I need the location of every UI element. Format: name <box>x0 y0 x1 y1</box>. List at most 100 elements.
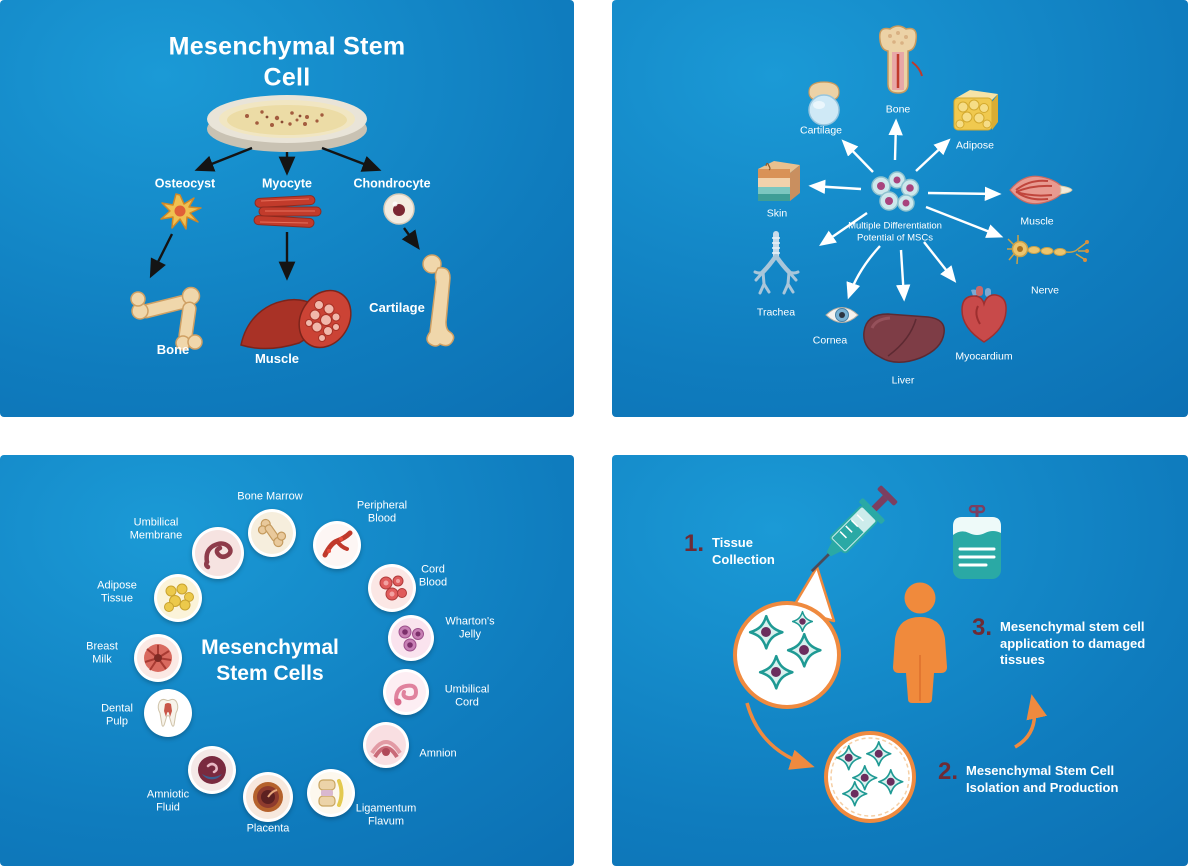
isolation-petri-dish <box>824 731 916 823</box>
step-3: 3. Mesenchymal stem cell application to … <box>972 614 1146 669</box>
femur-bone-icon <box>422 254 455 347</box>
panel2-arrows <box>808 118 1004 302</box>
step-1-label: Tissue Collection <box>712 535 775 567</box>
wheel-label-placenta: Placenta <box>246 822 290 835</box>
panel-therapy-process: 1. Tissue Collection <box>612 455 1188 866</box>
stem-cell-cluster-icon <box>871 171 920 212</box>
wheel-label-whartons-jelly: Wharton's Jelly <box>445 615 495 641</box>
wheel-label-amniotic-fluid: Amniotic Fluid <box>146 788 190 814</box>
skin-layers-block-icon <box>758 161 800 201</box>
patient-figure-icon <box>893 582 947 703</box>
syringe-icon <box>810 485 898 573</box>
wheel-item-adipose-tissue <box>154 574 202 622</box>
jelly-cells-icon <box>398 625 424 652</box>
bone-cross-section-icon <box>878 25 923 94</box>
wheel-label-ligamentum-flavum: Ligamentum Flavum <box>355 802 417 828</box>
tissue-magnifier-circle <box>733 601 841 709</box>
wheel-item-peripheral-blood <box>313 521 361 569</box>
wheel-item-placenta <box>243 772 293 822</box>
wheel-item-ligamentum-flavum <box>307 769 355 817</box>
cartilage-joint-icon <box>808 81 840 126</box>
stem-cells-magnified-icon <box>748 610 822 690</box>
membrane-layers-icon <box>370 740 402 759</box>
neuron-icon <box>1007 235 1089 265</box>
wheel-item-amnion <box>363 722 409 768</box>
bone-joint-icon <box>130 286 203 351</box>
target-label-nerve: Nerve <box>1030 284 1060 297</box>
wheel-item-breast-milk <box>134 634 182 682</box>
target-label-liver: Liver <box>891 374 915 387</box>
muscle-tissue-icon <box>1009 175 1073 205</box>
coiled-cord-icon <box>394 683 419 706</box>
blood-vessel-icon <box>322 530 353 558</box>
panel-differentiation-tree: Mesenchymal Stem Cell <box>0 0 574 417</box>
step-2-label: Mesenchymal Stem Cell Isolation and Prod… <box>966 763 1119 795</box>
panel-msc-sources-wheel: Mesenchymal Stem Cells Bone Marrow Perip… <box>0 455 574 866</box>
tissue-label-cartilage: Cartilage <box>369 300 425 316</box>
wheel-item-cord-blood <box>368 564 416 612</box>
target-label-muscle: Muscle <box>1020 215 1054 228</box>
step-3-label: Mesenchymal stem cell application to dam… <box>1000 619 1146 668</box>
bone-icon <box>257 518 287 548</box>
wheel-label-dental-pulp: Dental Pulp <box>101 702 133 728</box>
target-label-cartilage: Cartilage <box>799 124 843 137</box>
wheel-item-amniotic-fluid <box>188 746 236 794</box>
step-2: 2. Mesenchymal Stem Cell Isolation and P… <box>938 758 1119 796</box>
process-arrow-1-to-2 <box>745 702 815 770</box>
panel1-title: Mesenchymal Stem Cell <box>168 32 406 92</box>
panel3-center-label: Mesenchymal Stem Cells <box>201 635 339 685</box>
panel2-center-label: Multiple Differentiation Potential of MS… <box>848 220 942 243</box>
tissue-label-muscle: Muscle <box>254 351 300 367</box>
cell-label-osteocyst: Osteocyst <box>154 176 216 191</box>
wheel-item-umbilical-cord <box>383 669 429 715</box>
heart-icon <box>961 286 1007 343</box>
panel-differentiation-potential: Multiple Differentiation Potential of MS… <box>612 0 1188 417</box>
target-label-adipose: Adipose <box>956 139 994 152</box>
wheel-label-bone-marrow: Bone Marrow <box>237 490 303 503</box>
wheel-label-amnion: Amnion <box>419 747 457 760</box>
iv-bag-icon <box>953 505 1001 579</box>
panel1-arrows <box>149 146 420 281</box>
osteocyte-cell-icon <box>160 193 202 230</box>
amniotic-sac-icon <box>198 756 226 784</box>
petri-dish-icon <box>207 95 367 152</box>
target-label-myocardium: Myocardium <box>955 350 1013 363</box>
placenta-rings-icon <box>253 782 283 812</box>
wheel-label-adipose-tissue: Adipose Tissue <box>97 579 137 605</box>
wheel-label-umbilical-membrane: Umbilical Membrane <box>129 516 183 542</box>
cord-membrane-icon <box>203 541 233 570</box>
step-2-number: 2. <box>938 758 959 785</box>
target-label-trachea: Trachea <box>756 306 796 319</box>
wheel-label-umbilical-cord: Umbilical Cord <box>444 683 490 709</box>
target-label-cornea: Cornea <box>812 334 848 347</box>
adipose-tissue-block-icon <box>953 90 998 131</box>
bronchial-tree-icon <box>753 231 800 295</box>
chondrocyte-cell-icon <box>383 193 415 225</box>
wheel-item-dental-pulp <box>144 689 192 737</box>
cell-label-myocyte: Myocyte <box>261 176 313 191</box>
muscle-bundle-icon <box>240 289 352 350</box>
muscle-fiber-cell-icon <box>253 195 322 228</box>
cell-label-chondrocyte: Chondrocyte <box>353 176 431 191</box>
vertebrae-ligament-icon <box>318 779 344 807</box>
red-blood-cells-icon <box>379 575 407 601</box>
wheel-item-bone-marrow <box>248 509 296 557</box>
process-arrow-2-to-3 <box>1014 694 1047 749</box>
step-1: 1. Tissue Collection <box>684 530 775 568</box>
wheel-label-breast-milk: Breast Milk <box>86 640 118 666</box>
mammary-gland-icon <box>144 644 172 672</box>
tooth-icon <box>157 698 179 727</box>
step-3-number: 3. <box>972 614 993 641</box>
liver-icon <box>863 313 945 363</box>
fat-cells-icon <box>164 583 194 612</box>
wheel-label-cord-blood: Cord Blood <box>418 563 448 589</box>
step-1-number: 1. <box>684 530 705 557</box>
eye-icon <box>825 307 859 323</box>
wheel-item-umbilical-membrane <box>192 527 244 579</box>
isolated-stem-cells-icon <box>830 737 910 817</box>
target-label-skin: Skin <box>766 207 788 220</box>
wheel-label-peripheral-blood: Peripheral Blood <box>356 499 408 525</box>
wheel-item-whartons-jelly <box>388 615 434 661</box>
tissue-label-bone: Bone <box>156 342 190 358</box>
